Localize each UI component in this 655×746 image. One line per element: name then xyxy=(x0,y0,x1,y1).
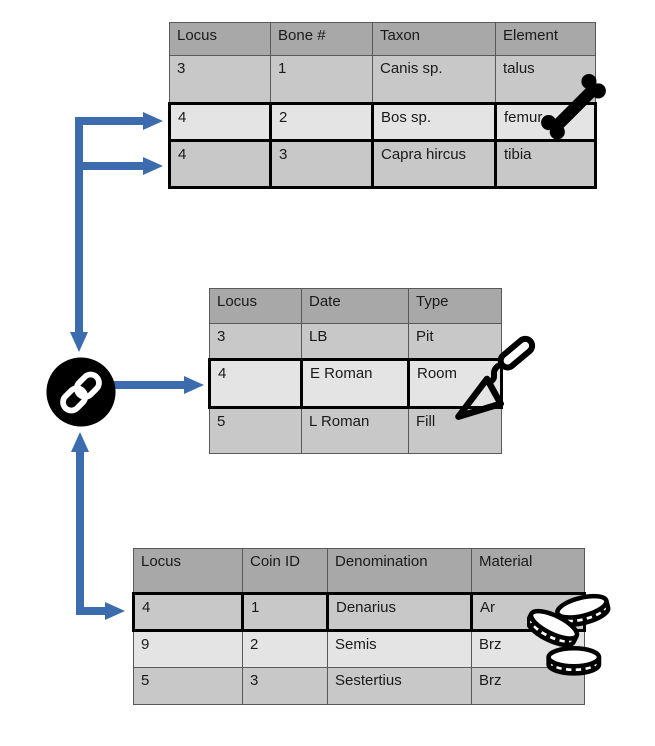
coins-icon xyxy=(527,586,617,678)
column-header: Element xyxy=(495,22,596,56)
table-cell: Bos sp. xyxy=(371,102,497,142)
bone-icon xyxy=(541,73,606,140)
table-cell: Semis xyxy=(327,630,472,668)
column-header: Locus xyxy=(209,288,302,324)
table-cell: Capra hircus xyxy=(371,139,497,189)
column-header: Locus xyxy=(169,22,271,56)
column-header: Locus xyxy=(133,548,243,594)
chain-link-icon xyxy=(46,357,116,427)
table-cell: Canis sp. xyxy=(372,55,496,104)
table-cell: 4 xyxy=(132,592,244,632)
column-header: Bone # xyxy=(270,22,373,56)
trowel-icon xyxy=(455,335,536,420)
column-header: Taxon xyxy=(372,22,496,56)
table-cell: Pit xyxy=(408,323,502,360)
table-cell: 3 xyxy=(242,667,328,705)
table-cell: Sestertius xyxy=(327,667,472,705)
column-header: Type xyxy=(408,288,502,324)
table-cell: 9 xyxy=(133,630,243,668)
table-cell: L Roman xyxy=(301,407,409,454)
table-cell: 1 xyxy=(241,592,329,632)
table-cell: 3 xyxy=(269,139,374,189)
table-cell: 5 xyxy=(209,407,302,454)
coin-bottom xyxy=(549,648,599,673)
column-header: Date xyxy=(301,288,409,324)
column-header: Material xyxy=(471,548,585,594)
table-cell: LB xyxy=(301,323,409,360)
column-header: Denomination xyxy=(327,548,472,594)
table-cell: 3 xyxy=(209,323,302,360)
table-cell: 1 xyxy=(270,55,373,104)
table-cell: 4 xyxy=(168,139,272,189)
table-cell: E Roman xyxy=(300,358,410,409)
column-header: Coin ID xyxy=(242,548,328,594)
table-cell: 4 xyxy=(168,102,272,142)
table-cell: 3 xyxy=(169,55,271,104)
table-cell: 4 xyxy=(208,358,303,409)
table-cell: 5 xyxy=(133,667,243,705)
table-cell: 2 xyxy=(269,102,374,142)
table-cell: tibia xyxy=(494,139,597,189)
table-cell: Fill xyxy=(408,407,502,454)
table-cell: Denarius xyxy=(326,592,473,632)
table-cell: 2 xyxy=(242,630,328,668)
